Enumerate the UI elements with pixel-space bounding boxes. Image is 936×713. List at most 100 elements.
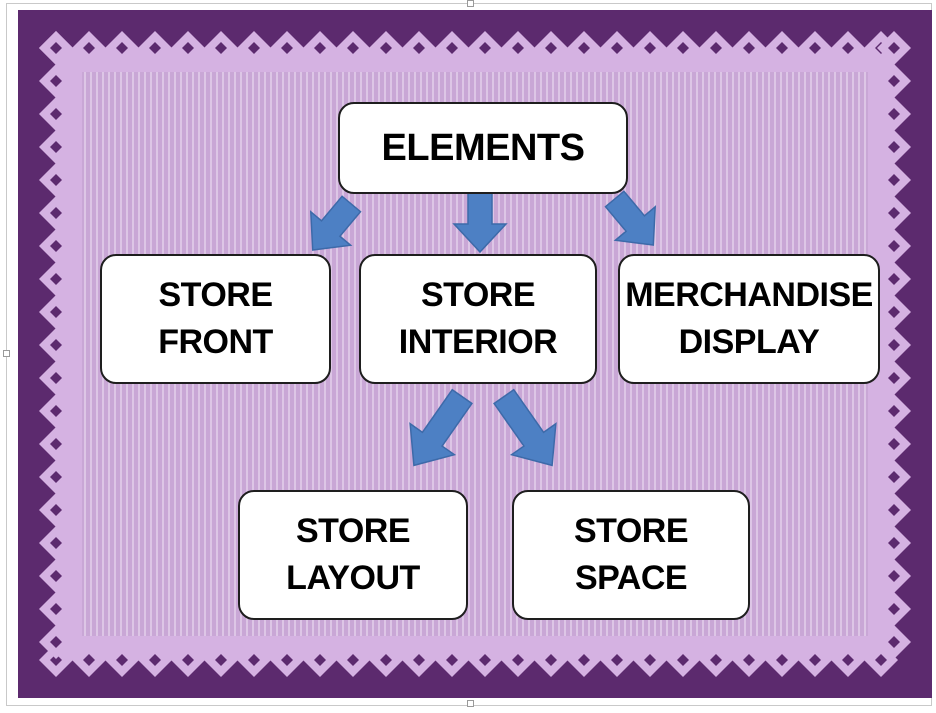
resize-handle-bottom[interactable] (467, 700, 474, 707)
border-diamond (809, 654, 821, 666)
border-diamond (479, 654, 491, 666)
node-store-front[interactable]: STORE FRONT (100, 254, 331, 384)
border-diamond (50, 504, 62, 516)
border-diamond (50, 108, 62, 120)
border-diamond (888, 405, 900, 417)
border-diamond (611, 654, 623, 666)
border-diamond (644, 42, 656, 54)
border-diamond (248, 42, 260, 54)
border-diamond (888, 636, 900, 648)
border-diamond (116, 654, 128, 666)
border-diamond (842, 654, 854, 666)
border-diamond (50, 240, 62, 252)
border-diamond (710, 654, 722, 666)
border-diamond (875, 654, 887, 666)
arrow-elements-to-store-interior (452, 191, 508, 254)
node-elements[interactable]: ELEMENTS (338, 102, 628, 194)
arrow-store-interior-to-store-space (493, 388, 557, 467)
border-diamond (50, 141, 62, 153)
node-store-layout-line1: STORE (295, 512, 411, 550)
border-diamond (50, 537, 62, 549)
border-diamond (50, 603, 62, 615)
border-diamond (888, 174, 900, 186)
border-diamond (578, 654, 590, 666)
border-diamond (776, 654, 788, 666)
border-diamond (888, 570, 900, 582)
border-diamond (888, 75, 900, 87)
border-diamond (677, 654, 689, 666)
border-diamond (888, 372, 900, 384)
border-diamond (182, 654, 194, 666)
border-diamond (578, 42, 590, 54)
border-diamond (50, 438, 62, 450)
border-diamond (314, 654, 326, 666)
border-diamond (446, 654, 458, 666)
node-merchandise-display-line2: DISPLAY (678, 323, 820, 361)
border-diamond (281, 654, 293, 666)
border-diamond (512, 654, 524, 666)
border-diamond (83, 42, 95, 54)
border-diamond (776, 42, 788, 54)
border-diamond (710, 42, 722, 54)
border-diamond (314, 42, 326, 54)
border-diamond (380, 654, 392, 666)
node-store-space[interactable]: STORE SPACE (512, 490, 750, 620)
border-diamond (888, 537, 900, 549)
border-diamond (888, 471, 900, 483)
border-diamond (182, 42, 194, 54)
border-diamond (116, 42, 128, 54)
border-diamond (380, 42, 392, 54)
resize-handle-top[interactable] (467, 0, 474, 7)
border-diamond (248, 654, 260, 666)
border-diamond (888, 273, 900, 285)
border-diamond (50, 174, 62, 186)
node-elements-label: ELEMENTS (381, 126, 585, 169)
border-diamond (50, 306, 62, 318)
slide-canvas[interactable]: ELEMENTS STORE FRONT STORE INTERIOR MERC… (18, 10, 932, 698)
node-store-layout-line2: LAYOUT (286, 559, 420, 597)
border-diamond (888, 108, 900, 120)
node-merchandise-display[interactable]: MERCHANDISE DISPLAY (618, 254, 880, 384)
node-store-space-line1: STORE (573, 512, 689, 550)
node-store-interior-line2: INTERIOR (398, 323, 558, 361)
arrows-layer (309, 190, 657, 467)
border-diamond (50, 273, 62, 285)
border-diamond (50, 372, 62, 384)
arrow-elements-to-merchandise-display (604, 190, 657, 246)
border-diamond (50, 75, 62, 87)
border-diamond (677, 42, 689, 54)
border-diamond (545, 654, 557, 666)
border-diamond (888, 306, 900, 318)
border-diamond (888, 504, 900, 516)
node-store-layout[interactable]: STORE LAYOUT (238, 490, 468, 620)
border-diamond (50, 654, 62, 666)
border-diamond (215, 42, 227, 54)
border-diamond (842, 42, 854, 54)
border-diamond (347, 654, 359, 666)
border-diamond (149, 654, 161, 666)
border-diamond (50, 339, 62, 351)
border-diamond (50, 471, 62, 483)
node-store-front-line1: STORE (158, 276, 273, 314)
border-diamond (149, 42, 161, 54)
border-diamond (809, 42, 821, 54)
border-diamond (50, 42, 62, 54)
node-store-interior-line1: STORE (420, 276, 536, 314)
arrow-store-interior-to-store-layout (409, 388, 473, 467)
node-merchandise-display-line1: MERCHANDISE (625, 276, 873, 314)
border-diamond (888, 141, 900, 153)
border-diamond (215, 654, 227, 666)
border-diamond (413, 42, 425, 54)
resize-handle-left[interactable] (3, 350, 10, 357)
border-diamond (446, 42, 458, 54)
border-diamond (50, 570, 62, 582)
node-store-front-line2: FRONT (158, 323, 273, 361)
border-diamond (347, 42, 359, 54)
node-store-interior[interactable]: STORE INTERIOR (359, 254, 597, 384)
border-diamond (50, 636, 62, 648)
border-diamond (512, 42, 524, 54)
border-diamond (888, 207, 900, 219)
border-diamond (743, 654, 755, 666)
border-diamond (888, 603, 900, 615)
border-diamond (888, 438, 900, 450)
